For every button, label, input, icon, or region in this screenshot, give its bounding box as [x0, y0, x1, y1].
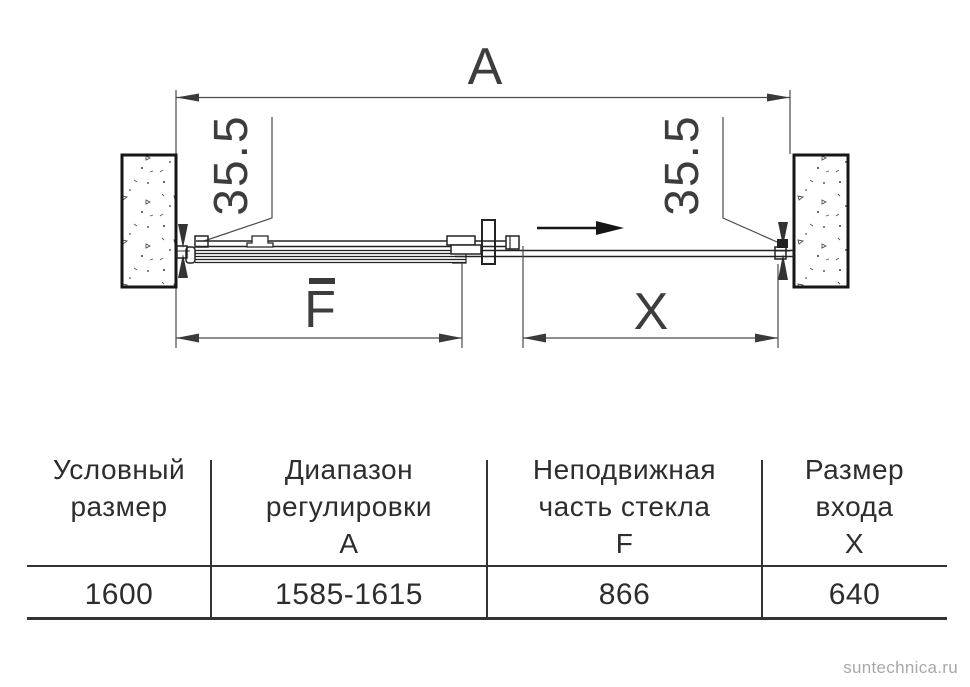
wall-offset-leader-right	[722, 117, 778, 243]
dimension-x-label: X	[634, 283, 669, 341]
spec-column-adjustment-range: Диапазон регулировки А 1585-1615	[211, 448, 487, 620]
left-wall-profile-arrows-icon	[176, 224, 190, 278]
glass-clamp-left	[194, 235, 209, 248]
fixed-glass-panel	[195, 249, 467, 264]
right-wall	[792, 153, 850, 289]
left-wall	[120, 153, 178, 289]
table-rule-bottom	[27, 617, 947, 620]
cell-value: 1600	[84, 578, 154, 611]
dimension-a-label: A	[468, 38, 503, 96]
door-track-assembly	[176, 235, 794, 264]
wall-offset-label-right: 35.5	[656, 114, 709, 215]
glass-clamp-mid	[246, 235, 274, 248]
table-divider	[210, 460, 212, 617]
column-header: Неподвижная часть стекла F	[487, 448, 762, 565]
header-text: Неподвижная	[532, 454, 717, 485]
wall-offset-leader-left	[203, 117, 273, 242]
dimension-x	[522, 246, 779, 348]
header-text: Диапазон	[284, 454, 414, 485]
wall-offset-label-left: 35.5	[205, 114, 258, 215]
cell-value: 1585-1615	[275, 578, 423, 611]
spec-column-fixed-glass: Неподвижная часть стекла F 866	[487, 448, 762, 620]
roller-bracket-bottom	[450, 244, 482, 255]
header-text: Условный	[52, 454, 186, 485]
slide-direction-arrow-icon	[537, 221, 624, 235]
floor-guide	[309, 278, 335, 284]
header-text: А	[339, 528, 359, 559]
door-handle	[481, 219, 496, 265]
header-text: регулировки	[265, 491, 433, 522]
column-header: Диапазон регулировки А	[211, 448, 487, 565]
sliding-glass-panel	[455, 249, 794, 258]
column-header: Условный размер	[27, 448, 211, 565]
spec-table: Условный размер 1600 Диапазон регулировк…	[27, 448, 947, 620]
dimension-f-label: F	[304, 281, 336, 339]
cell-value: 866	[598, 578, 651, 611]
header-text: Размер	[804, 454, 905, 485]
header-text: входа	[815, 491, 894, 522]
column-header: Размер входа Х	[762, 448, 947, 565]
cell-value: 640	[828, 578, 881, 611]
roller-bracket-top	[446, 235, 476, 246]
technical-drawing: A 35.5 35.5	[120, 38, 850, 348]
header-text: F	[615, 528, 634, 559]
spec-column-entry-size: Размер входа Х 640	[762, 448, 947, 620]
dimension-f	[176, 263, 463, 348]
header-text: Х	[844, 528, 865, 559]
spec-column-nominal-size: Условный размер 1600	[27, 448, 211, 620]
header-text: размер	[70, 491, 168, 522]
rail-end-cap	[505, 235, 520, 250]
table-divider	[486, 460, 488, 617]
header-text: часть стекла	[538, 491, 711, 522]
watermark: suntechnica.ru	[843, 658, 958, 677]
table-divider	[761, 460, 763, 617]
